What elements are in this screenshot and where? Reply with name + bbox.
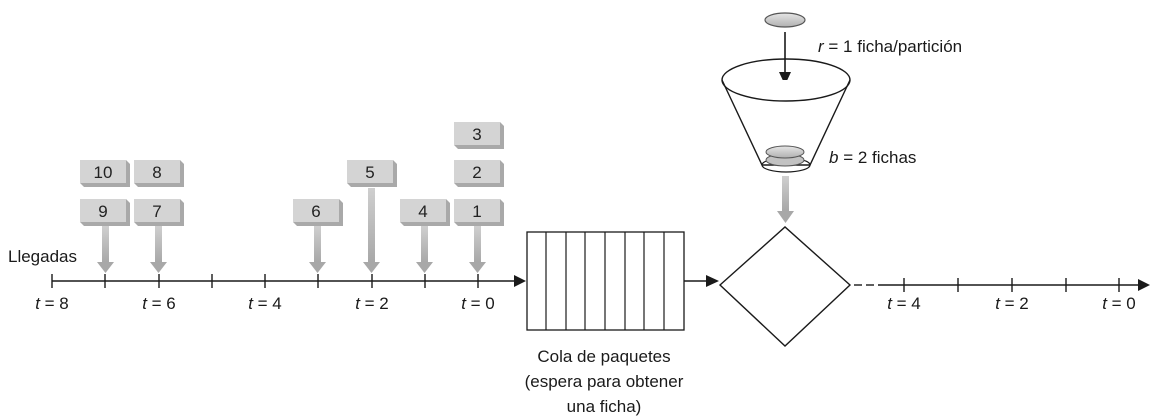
svg-text:8: 8 [152, 163, 161, 182]
token-bucket [721, 12, 851, 223]
arrival-arrow-e [416, 226, 433, 273]
arrival-arrow-c [309, 226, 326, 273]
timeline-ticks [51, 274, 479, 288]
queue-caption-line3: una ficha) [567, 397, 642, 416]
tick-label-t0: t = 0 [461, 294, 495, 313]
bucket-rim [721, 58, 851, 102]
packet: 7 [134, 199, 184, 226]
packet: 5 [347, 160, 397, 187]
tick-label-t2: t = 2 [355, 294, 389, 313]
packet: 6 [293, 199, 343, 226]
output-tick-label-t4: t = 4 [887, 294, 921, 313]
bucket-size-label: b = 2 fichas [829, 148, 916, 167]
arrivals-label: Llegadas [8, 247, 77, 266]
output-arrowhead [1138, 279, 1150, 291]
svg-text:3: 3 [472, 125, 481, 144]
packet: 4 [400, 199, 450, 226]
packet: 8 [134, 160, 184, 187]
queue-caption-line1: Cola de paquetes [537, 347, 670, 366]
arrival-arrow-a [97, 226, 114, 273]
packet: 2 [454, 160, 504, 187]
svg-text:6: 6 [311, 202, 320, 221]
arrival-arrows [97, 188, 486, 273]
svg-text:4: 4 [418, 202, 427, 221]
queue-caption-line2: (espera para obtener [525, 372, 684, 391]
queue-to-policer-arrowhead [706, 275, 719, 287]
packet: 10 [80, 160, 130, 187]
svg-text:10: 10 [94, 163, 113, 182]
tick-label-t4: t = 4 [248, 294, 282, 313]
output-tick-label-t2: t = 2 [995, 294, 1029, 313]
policer-diamond [718, 226, 852, 347]
packet-queue [526, 231, 685, 331]
tick-label-t8: t = 8 [35, 294, 69, 313]
svg-text:2: 2 [472, 163, 481, 182]
packet: 3 [454, 122, 504, 149]
svg-text:5: 5 [365, 163, 374, 182]
packet: 9 [80, 199, 130, 226]
token-release-arrow [782, 176, 789, 211]
output-timeline: t = 4 t = 2 t = 0 [854, 278, 1150, 313]
output-tick-label-t0: t = 0 [1102, 294, 1136, 313]
output-ticks [903, 278, 1120, 292]
packet: 1 [454, 199, 504, 226]
bucket-token-icon [765, 145, 805, 159]
arrival-timeline: t = 8 t = 6 t = 4 t = 2 t = 0 Llegadas [8, 247, 526, 313]
arrival-arrow-d [363, 188, 380, 273]
svg-text:9: 9 [98, 202, 107, 221]
arrival-arrow-b [150, 226, 167, 273]
svg-text:7: 7 [152, 202, 161, 221]
svg-text:1: 1 [472, 202, 481, 221]
rate-label: r = 1 ficha/partición [818, 37, 962, 56]
arrival-arrow-f [469, 226, 486, 273]
tick-label-t6: t = 6 [142, 294, 176, 313]
timeline-arrowhead [514, 275, 526, 287]
packets: 10 9 8 7 6 5 [80, 122, 504, 226]
incoming-token-icon [764, 12, 806, 28]
